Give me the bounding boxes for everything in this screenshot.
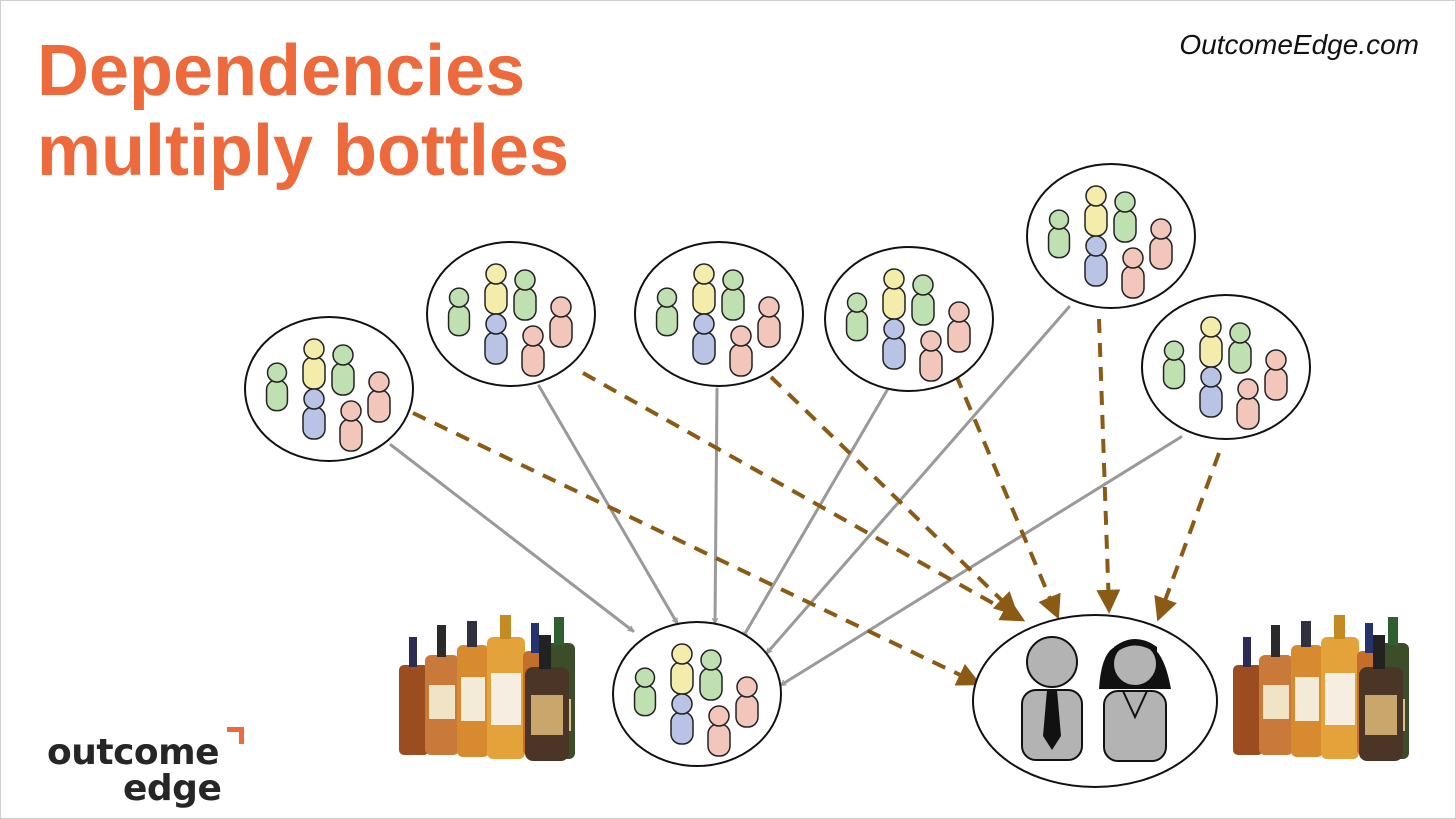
dependency-arrow [582, 371, 1026, 622]
person-icon [367, 371, 391, 423]
communication-arrow [781, 435, 1183, 687]
person-icon [655, 287, 679, 337]
person-icon [265, 362, 289, 412]
team-circle [824, 246, 994, 392]
managers-circle [972, 614, 1218, 788]
person-icon [911, 274, 935, 326]
communication-arrow [715, 387, 719, 625]
person-icon [1047, 209, 1071, 259]
person-icon [1264, 349, 1288, 401]
teams [244, 163, 1311, 767]
person-icon [1113, 191, 1137, 243]
team-circle [244, 316, 414, 462]
slide-title: Dependencies multiply bottles [37, 31, 569, 191]
person-icon [757, 296, 781, 348]
dependency-arrow [412, 411, 982, 686]
person-icon [302, 388, 326, 440]
businessman-icon [1021, 636, 1083, 761]
person-icon [339, 400, 363, 452]
person-icon [331, 344, 355, 396]
person-icon [1162, 340, 1186, 390]
dependency-arrow [954, 374, 1061, 620]
person-icon [729, 325, 753, 377]
dependency-arrow [1096, 318, 1121, 614]
communication-arrows [389, 305, 1183, 687]
person-icon [1199, 316, 1223, 368]
person-icon [1236, 378, 1260, 430]
person-icon [484, 313, 508, 365]
person-icon [1149, 218, 1173, 270]
person-icon [302, 338, 326, 390]
communication-arrow [389, 443, 633, 633]
person-icon [947, 301, 971, 353]
person-icon [707, 705, 731, 757]
person-icon [670, 693, 694, 745]
team-circle [426, 241, 596, 387]
person-icon [1084, 185, 1108, 237]
logo-line-2: edge [123, 768, 222, 809]
person-icon [721, 269, 745, 321]
person-icon [919, 330, 943, 382]
person-icon [882, 318, 906, 370]
bottles-icon-right [1233, 615, 1409, 761]
communication-arrow [537, 384, 679, 623]
team-circle [1141, 294, 1311, 440]
person-icon [1121, 247, 1145, 299]
dependency-arrow [769, 375, 1019, 617]
person-icon [735, 676, 759, 728]
team-circle [634, 241, 804, 387]
person-icon [882, 268, 906, 320]
person-icon [549, 296, 573, 348]
team-circle [1026, 163, 1196, 309]
person-icon [1084, 235, 1108, 287]
person-icon [521, 325, 545, 377]
outcome-edge-logo: outcome edge [47, 727, 247, 811]
team-circle [612, 621, 782, 767]
person-icon [447, 287, 471, 337]
corner-bracket-icon [227, 727, 244, 744]
businesswoman-icon [1099, 639, 1171, 762]
managers-group [972, 614, 1218, 788]
website-label: OutcomeEdge.com [1179, 29, 1419, 60]
dependency-arrow [1154, 452, 1221, 622]
communication-arrow [765, 305, 1071, 655]
bottles-icon-left [399, 615, 575, 761]
title-line-2: multiply bottles [37, 111, 570, 191]
person-icon [699, 649, 723, 701]
person-icon [692, 313, 716, 365]
person-icon [513, 269, 537, 321]
person-icon [633, 667, 657, 717]
person-icon [1199, 366, 1223, 418]
person-icon [845, 292, 869, 342]
logo-line-1: outcome [47, 732, 220, 773]
communication-arrow [741, 385, 891, 637]
person-icon [484, 263, 508, 315]
person-icon [670, 643, 694, 695]
person-icon [692, 263, 716, 315]
person-icon [1228, 322, 1252, 374]
dependency-arrows [412, 318, 1221, 686]
title-line-1: Dependencies [37, 31, 526, 111]
